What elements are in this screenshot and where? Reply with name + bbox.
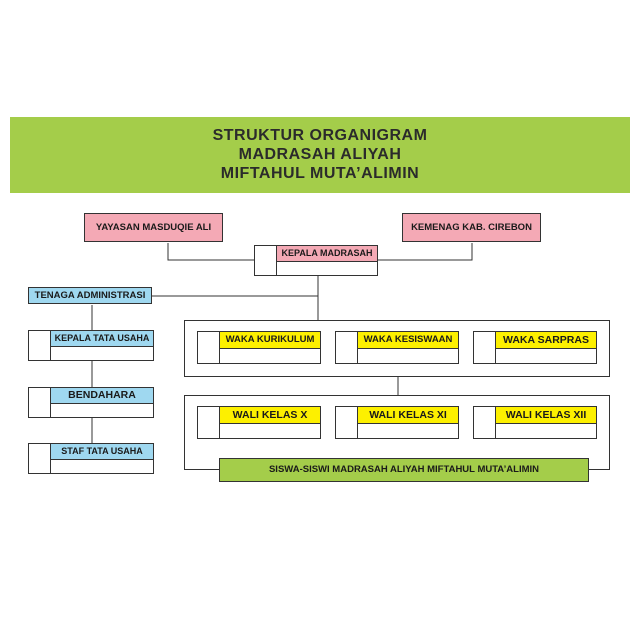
title-line-2: MADRASAH ALIYAH xyxy=(238,146,402,163)
wali-kelas-x-label: WALI KELAS X xyxy=(220,407,320,424)
waka-sarpras-label: WAKA SARPRAS xyxy=(496,332,596,349)
waka-kurikulum-box: WAKA KURIKULUM xyxy=(197,331,321,364)
staf-tu-box: STAF TATA USAHA xyxy=(28,443,154,474)
wali-kelas-x-box: WALI KELAS X xyxy=(197,406,321,439)
staf-tu-tab xyxy=(29,444,51,473)
kepala-tab xyxy=(255,246,277,275)
line-yayasan-kepala xyxy=(167,243,254,261)
waka-kesiswaan-label: WAKA KESISWAAN xyxy=(358,332,458,349)
waka-kesiswaan-box: WAKA KESISWAAN xyxy=(335,331,459,364)
kepala-tu-label: KEPALA TATA USAHA xyxy=(51,331,153,347)
waka-kurikulum-tab xyxy=(198,332,220,363)
tenaga-administrasi-box: TENAGA ADMINISTRASI xyxy=(28,287,152,304)
wali-kelas-xi-label: WALI KELAS XI xyxy=(358,407,458,424)
line-kemenag-kepala xyxy=(378,243,473,261)
bendahara-box: BENDAHARA xyxy=(28,387,154,418)
wali-kelas-xii-box: WALI KELAS XII xyxy=(473,406,597,439)
wali-x-tab xyxy=(198,407,220,438)
title-line-1: STRUKTUR ORGANIGRAM xyxy=(212,127,428,144)
bendahara-tab xyxy=(29,388,51,417)
title-line-3: MIFTAHUL MUTA’ALIMIN xyxy=(220,165,420,182)
waka-kesiswaan-tab xyxy=(336,332,358,363)
siswa-siswi-box: SISWA-SISWI MADRASAH ALIYAH MIFTAHUL MUT… xyxy=(219,458,589,482)
waka-sarpras-tab xyxy=(474,332,496,363)
title-banner xyxy=(10,117,630,193)
staf-tu-label: STAF TATA USAHA xyxy=(51,444,153,460)
bendahara-label: BENDAHARA xyxy=(51,388,153,404)
kemenag-box: KEMENAG KAB. CIREBON xyxy=(402,213,541,242)
wali-xi-tab xyxy=(336,407,358,438)
kepala-madrasah-box: KEPALA MADRASAH xyxy=(254,245,378,276)
kepala-tu-tab xyxy=(29,331,51,360)
kepala-label: KEPALA MADRASAH xyxy=(277,246,377,262)
wali-xii-tab xyxy=(474,407,496,438)
kepala-tu-box: KEPALA TATA USAHA xyxy=(28,330,154,361)
yayasan-box: YAYASAN MASDUQIE ALI xyxy=(84,213,223,242)
waka-sarpras-box: WAKA SARPRAS xyxy=(473,331,597,364)
waka-kurikulum-label: WAKA KURIKULUM xyxy=(220,332,320,349)
wali-kelas-xi-box: WALI KELAS XI xyxy=(335,406,459,439)
wali-kelas-xii-label: WALI KELAS XII xyxy=(496,407,596,424)
